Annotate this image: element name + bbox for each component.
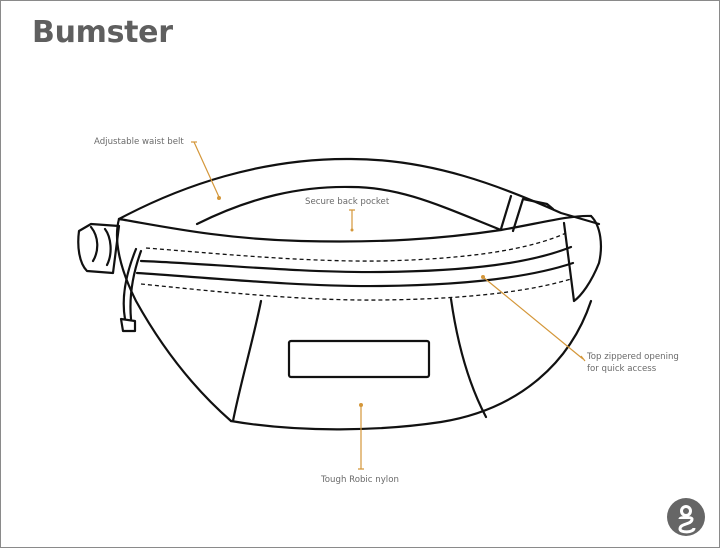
front-seam-left [231,299,263,423]
label-zipper: Top zippered opening for quick access [587,351,679,375]
label-back-pocket: Secure back pocket [305,197,390,207]
zipper-line-bottom [135,261,575,288]
zipper-line-top [139,245,573,274]
label-nylon: Tough Robic nylon [321,475,399,485]
label-waist-belt: Adjustable waist belt [94,137,184,147]
stitching-bottom [140,278,572,301]
page-title: Bumster [32,15,173,50]
waist-belt-inner [195,185,503,232]
callout-line-zipper [482,276,586,362]
label-zipper-line2: for quick access [587,364,657,374]
callout-dot-waist-belt [217,196,221,200]
callout-line-back-pocket [349,209,355,229]
callout-line-waist-belt [193,141,220,198]
callout-dot-nylon [359,403,363,407]
label-zipper-line1: Top zippered opening [587,352,679,362]
drawcord [119,247,143,333]
callout-line-nylon [358,405,364,470]
buckle [77,222,121,275]
bag-bottom [229,299,593,431]
brand-logo-icon [667,498,705,536]
right-end-panel [562,214,602,303]
bag-top-edge [117,214,593,243]
stitching-top [145,232,567,262]
front-seam-right [449,297,488,419]
callout-dot-back-pocket [350,228,354,232]
belt-slider [499,194,555,233]
callout-dot-zipper [481,275,485,279]
waist-belt-outline [117,157,601,226]
label-patch [287,339,431,379]
